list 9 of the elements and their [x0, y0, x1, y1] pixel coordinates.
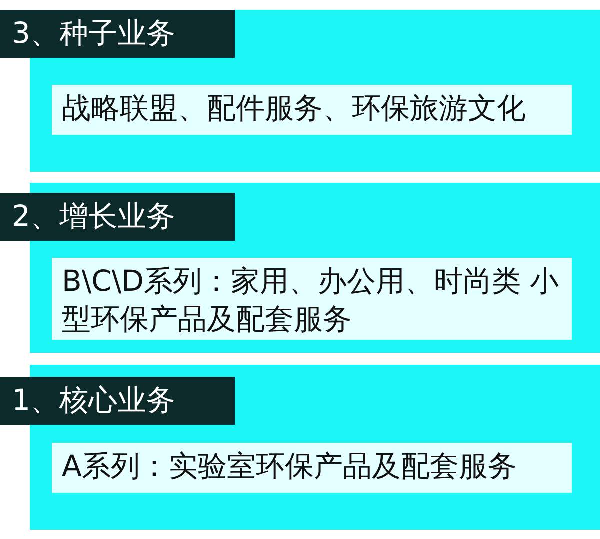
panel-box — [0, 10, 600, 172]
content-box: B\C\D系列：家用、办公用、时尚类 小型环保产品及配套服务 — [52, 258, 572, 340]
heading-tab: 2、增长业务 — [0, 193, 235, 241]
content-box: A系列：实验室环保产品及配套服务 — [52, 443, 572, 493]
heading-tab: 1、核心业务 — [0, 377, 235, 425]
panel-box — [0, 365, 600, 530]
heading-tab: 3、种子业务 — [0, 10, 235, 58]
content-box: 战略联盟、配件服务、环保旅游文化 — [52, 85, 572, 135]
panel-box — [0, 183, 600, 353]
